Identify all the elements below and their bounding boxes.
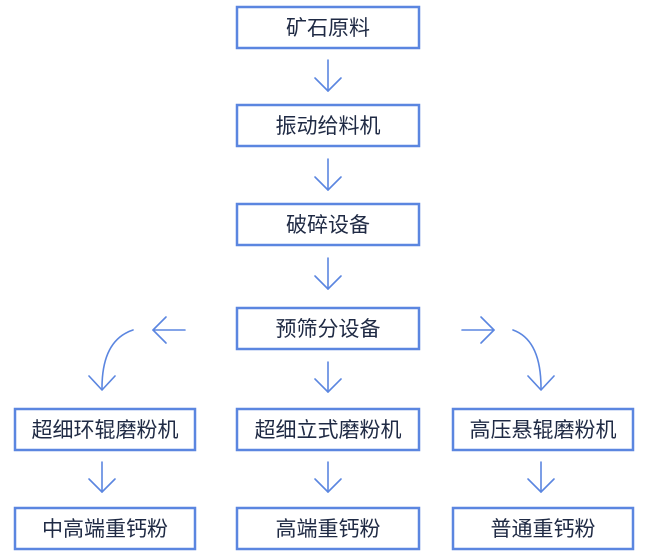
arrow-curve-to-ring-mill bbox=[88, 329, 134, 391]
node-mid-high-calcium-label: 中高端重钙粉 bbox=[42, 517, 168, 541]
node-high-calcium-label: 高端重钙粉 bbox=[276, 517, 381, 541]
node-high-calcium: 高端重钙粉 bbox=[235, 506, 421, 551]
arrow-vertical-mill-to-product bbox=[314, 461, 342, 493]
node-normal-calcium: 普通重钙粉 bbox=[451, 506, 635, 551]
node-pendulum-mill: 高压悬辊磨粉机 bbox=[451, 407, 635, 452]
node-mid-high-calcium: 中高端重钙粉 bbox=[13, 506, 197, 551]
node-crusher: 破碎设备 bbox=[235, 202, 421, 247]
node-ring-mill-label: 超细环辊磨粉机 bbox=[32, 418, 179, 442]
node-feeder: 振动给料机 bbox=[235, 103, 421, 148]
node-crusher-label: 破碎设备 bbox=[286, 213, 370, 237]
arrow-screen-left bbox=[152, 316, 186, 344]
arrow-screen-to-vertical-mill bbox=[314, 361, 342, 393]
node-ore-label: 矿石原料 bbox=[286, 16, 370, 40]
arrow-ring-mill-to-product bbox=[88, 461, 116, 493]
node-normal-calcium-label: 普通重钙粉 bbox=[491, 517, 596, 541]
node-vertical-mill: 超细立式磨粉机 bbox=[235, 407, 421, 452]
node-screen-label: 预筛分设备 bbox=[276, 317, 381, 341]
arrow-curve-to-pendulum-mill bbox=[512, 329, 555, 391]
arrow-pendulum-mill-to-product bbox=[527, 461, 555, 493]
node-feeder-label: 振动给料机 bbox=[276, 114, 381, 138]
node-ring-mill: 超细环辊磨粉机 bbox=[13, 407, 197, 452]
arrow-feeder-to-crusher bbox=[314, 158, 342, 191]
node-ore: 矿石原料 bbox=[235, 5, 421, 50]
arrow-crusher-to-screen bbox=[314, 257, 342, 290]
arrow-screen-right bbox=[461, 316, 495, 344]
node-pendulum-mill-label: 高压悬辊磨粉机 bbox=[470, 418, 617, 442]
arrow-ore-to-feeder bbox=[314, 59, 342, 92]
node-screen: 预筛分设备 bbox=[235, 306, 421, 351]
node-vertical-mill-label: 超细立式磨粉机 bbox=[255, 418, 402, 442]
